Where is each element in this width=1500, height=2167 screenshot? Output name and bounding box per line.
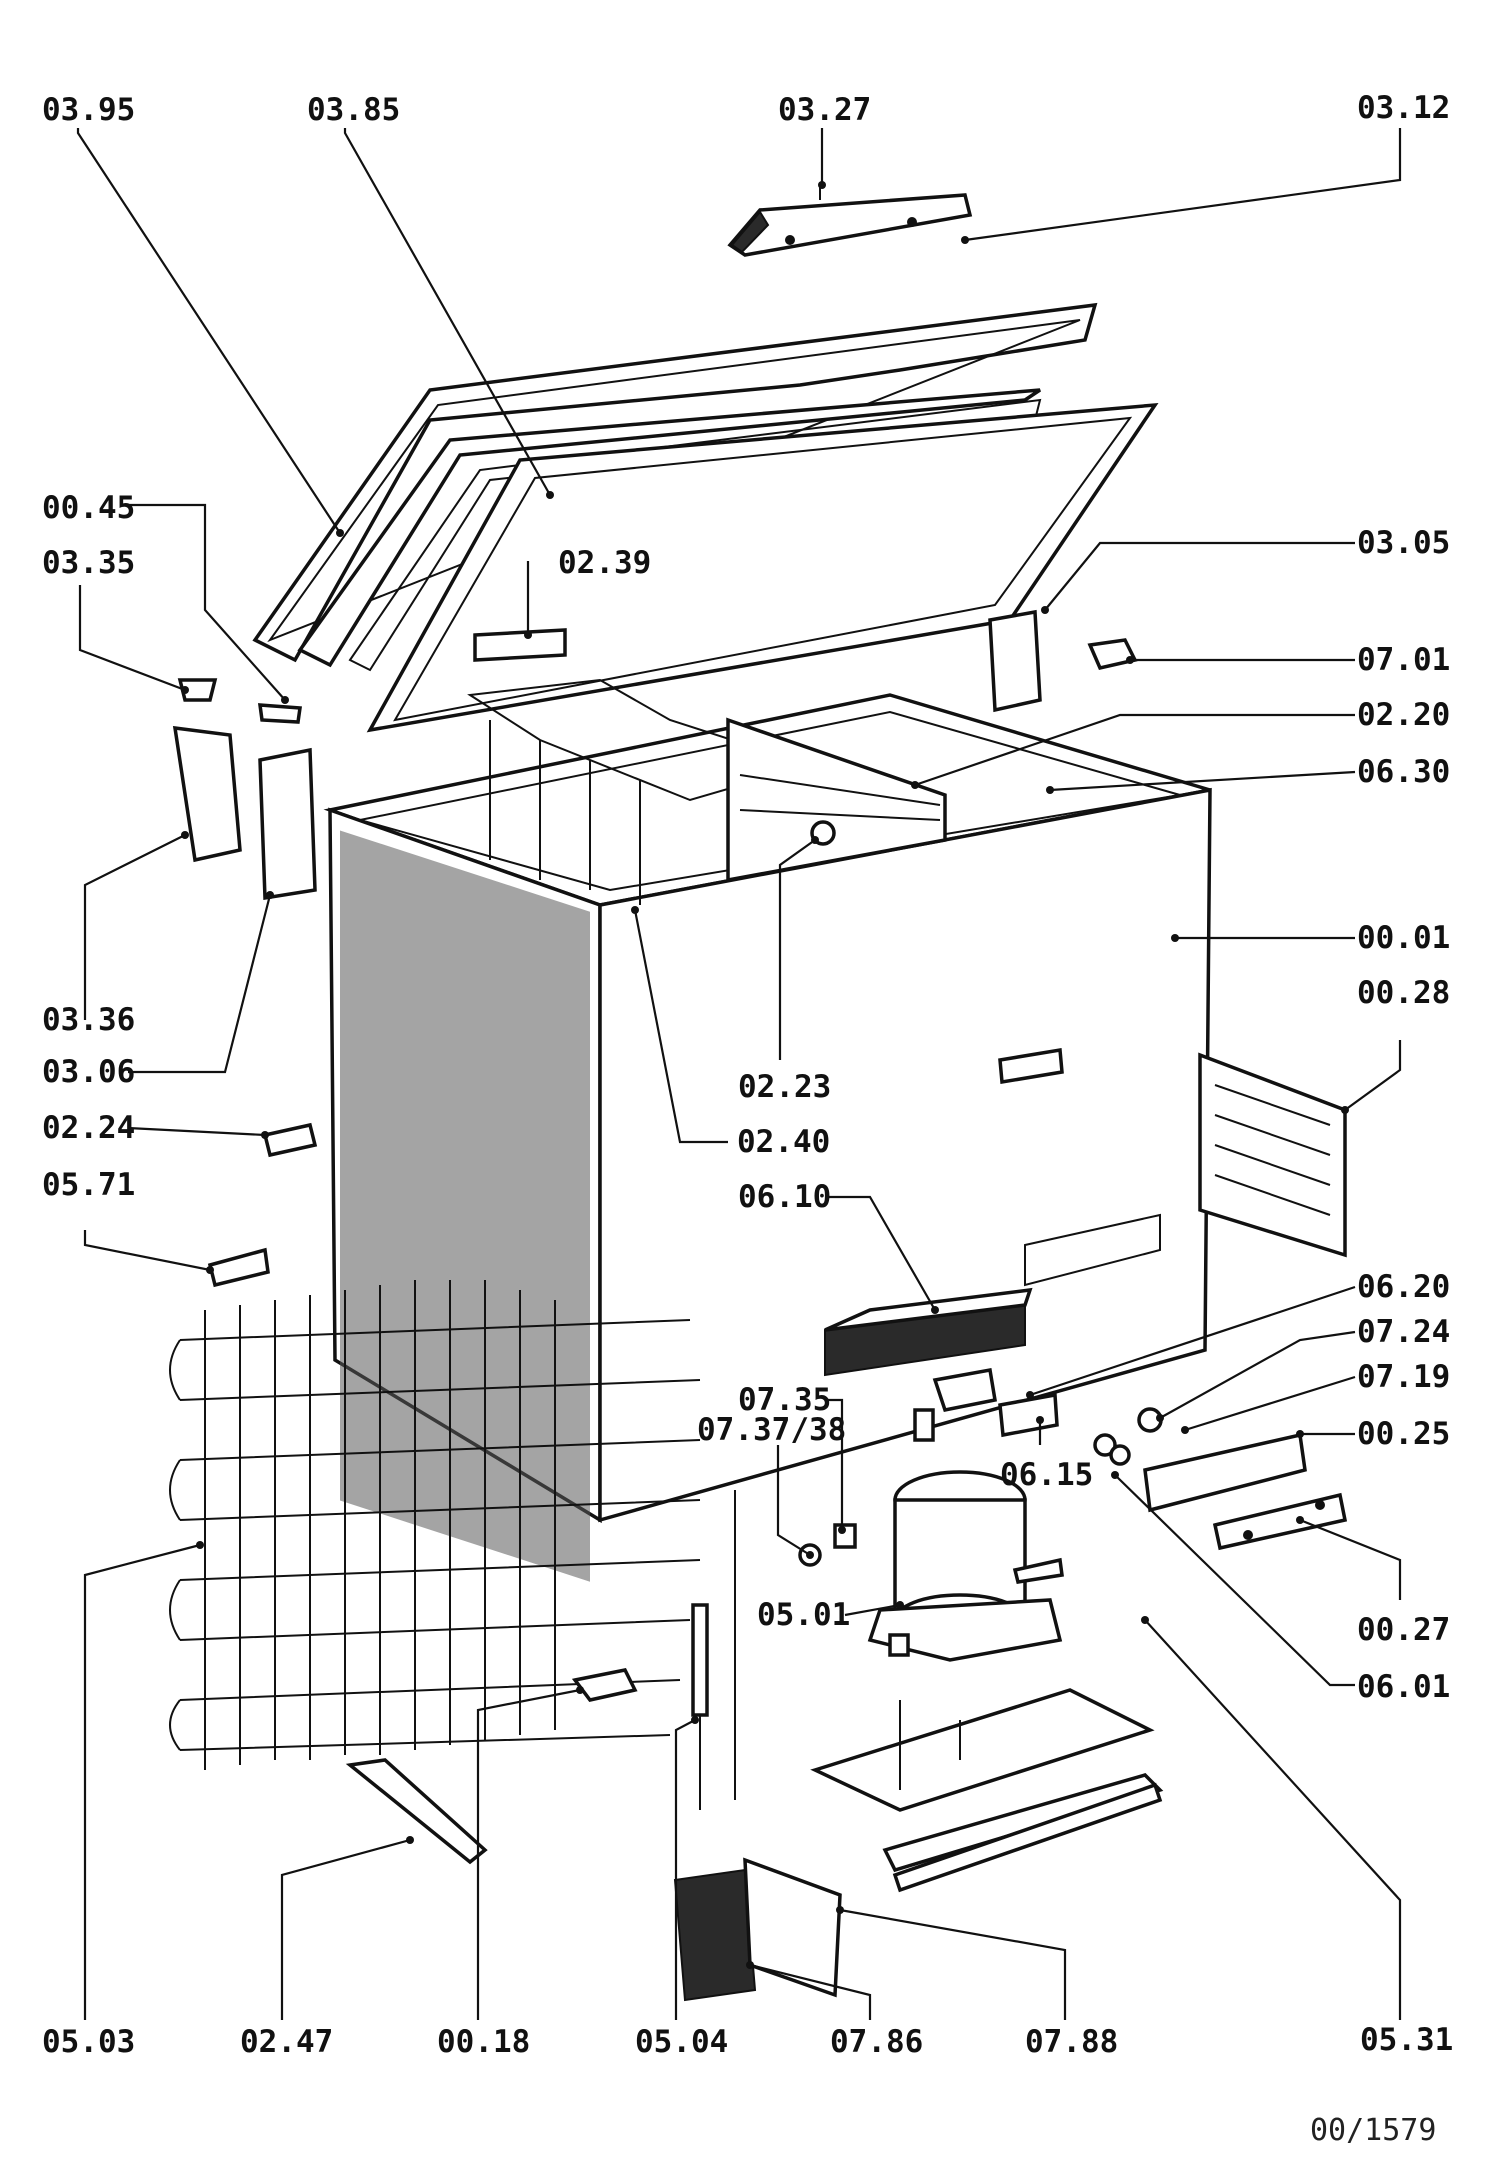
label-05-71: 05.71 bbox=[42, 1167, 135, 1203]
label-03-95: 03.95 bbox=[42, 92, 135, 128]
label-07-37-38: 07.37/38 bbox=[697, 1412, 846, 1448]
label-06-15: 06.15 bbox=[1000, 1457, 1093, 1493]
label-02-40: 02.40 bbox=[737, 1124, 830, 1160]
label-00-45: 00.45 bbox=[42, 490, 135, 526]
label-03-05: 03.05 bbox=[1357, 525, 1450, 561]
label-05-31: 05.31 bbox=[1360, 2022, 1453, 2058]
drawing-number: 00/1579 bbox=[1310, 2113, 1436, 2148]
label-05-04: 05.04 bbox=[635, 2024, 728, 2060]
label-03-36: 03.36 bbox=[42, 1002, 135, 1038]
label-06-10: 06.10 bbox=[738, 1179, 831, 1215]
label-05-01: 05.01 bbox=[757, 1597, 850, 1633]
label-03-06: 03.06 bbox=[42, 1054, 135, 1090]
condenser bbox=[169, 1280, 701, 1770]
divider bbox=[726, 717, 947, 883]
label-00-28: 00.28 bbox=[1357, 975, 1450, 1011]
label-07-88: 07.88 bbox=[1025, 2024, 1118, 2060]
label-03-85: 03.85 bbox=[307, 92, 400, 128]
filter-drier bbox=[691, 1490, 736, 1810]
freezer-parts-drawing bbox=[169, 185, 1348, 2002]
lid-handle bbox=[727, 185, 973, 257]
label-02-47: 02.47 bbox=[240, 2024, 333, 2060]
label-00-25: 00.25 bbox=[1357, 1416, 1450, 1452]
label-06-01: 06.01 bbox=[1357, 1669, 1450, 1705]
label-00-18: 00.18 bbox=[437, 2024, 530, 2060]
base-frame bbox=[810, 1688, 1164, 1893]
label-07-24: 07.24 bbox=[1357, 1314, 1450, 1350]
label-02-23: 02.23 bbox=[738, 1069, 831, 1105]
label-02-39: 02.39 bbox=[558, 545, 651, 581]
label-06-30: 06.30 bbox=[1357, 754, 1450, 790]
label-03-27: 03.27 bbox=[778, 92, 871, 128]
label-07-01: 07.01 bbox=[1357, 642, 1450, 678]
label-07-35: 07.35 bbox=[738, 1382, 831, 1418]
label-00-27: 00.27 bbox=[1357, 1612, 1450, 1648]
label-07-86: 07.86 bbox=[830, 2024, 923, 2060]
label-03-12: 03.12 bbox=[1357, 90, 1450, 126]
leader-lines bbox=[76, 128, 1402, 2020]
part-labels: 03.95 03.85 03.27 03.12 00.45 03.35 02.3… bbox=[42, 90, 1453, 2148]
label-05-03: 05.03 bbox=[42, 2024, 135, 2060]
label-02-24: 02.24 bbox=[42, 1110, 135, 1146]
label-06-20: 06.20 bbox=[1357, 1269, 1450, 1305]
label-02-20: 02.20 bbox=[1357, 697, 1450, 733]
small-parts bbox=[207, 628, 1163, 2002]
label-00-01: 00.01 bbox=[1357, 920, 1450, 956]
label-07-19: 07.19 bbox=[1357, 1359, 1450, 1395]
vent-grill bbox=[1198, 1052, 1347, 1258]
thermostat-box bbox=[824, 1287, 1033, 1377]
control-panel bbox=[1143, 1432, 1348, 1551]
label-03-35: 03.35 bbox=[42, 545, 135, 581]
compressor bbox=[867, 1470, 1063, 1662]
hinges bbox=[172, 609, 1042, 901]
